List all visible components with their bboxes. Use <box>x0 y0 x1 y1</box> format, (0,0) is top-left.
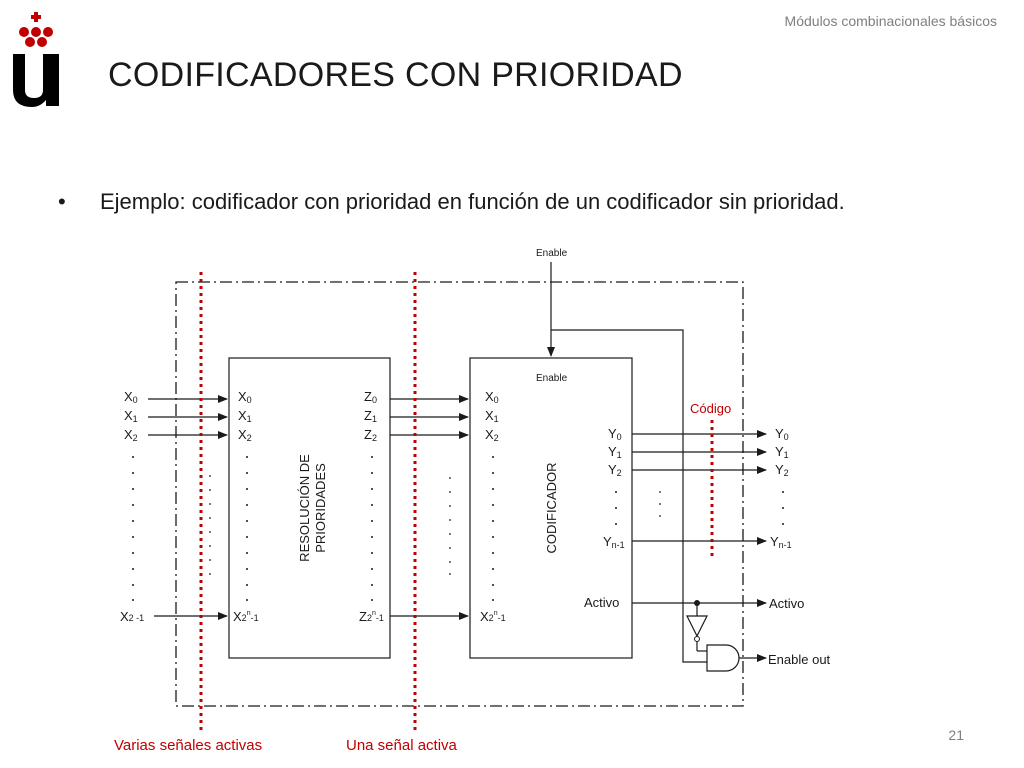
svg-text:X2n-1: X2n-1 <box>233 609 259 624</box>
enable-inner-label: Enable <box>536 373 568 384</box>
left-inputs: X0 X1 X2 X2 -1 <box>120 389 144 624</box>
bullet-dot-icon: • <box>58 189 66 214</box>
svg-text:Activo: Activo <box>769 596 804 611</box>
inverter-gate-icon <box>686 615 708 638</box>
resolution-block-label: RESOLUCIÓN DE PRIORIDADES <box>297 454 328 562</box>
bullet-item: • Ejemplo: codificador con prioridad en … <box>58 186 918 218</box>
resolution-block <box>228 357 391 659</box>
encoder-ellipsis <box>492 456 661 601</box>
bullet-text: Ejemplo: codificador con prioridad en fu… <box>100 189 845 214</box>
svg-text:Z2n-1: Z2n-1 <box>359 609 384 624</box>
svg-text:Activo: Activo <box>584 595 619 610</box>
svg-text:X0: X0 <box>124 389 138 405</box>
enable-top-label: Enable <box>536 248 568 259</box>
svg-text:CODIFICADOR: CODIFICADOR <box>544 463 559 554</box>
university-logo-icon <box>13 12 59 107</box>
resolution-ellipsis <box>246 456 373 601</box>
and-gate-icon <box>706 644 740 672</box>
output-ellipsis <box>782 491 784 525</box>
svg-text:X2: X2 <box>124 427 138 443</box>
svg-text:PRIORIDADES: PRIORIDADES <box>313 463 328 553</box>
svg-text:Y1: Y1 <box>775 444 789 460</box>
zone-right-label: Una señal activa <box>346 737 458 754</box>
output-labels: Y0 Y1 Y2 Yn-1 Activo Enable out <box>768 426 831 667</box>
middle-ellipsis <box>449 477 451 575</box>
svg-text:RESOLUCIÓN DE: RESOLUCIÓN DE <box>297 454 312 562</box>
svg-text:Y0: Y0 <box>775 426 789 442</box>
svg-text:X2n-1: X2n-1 <box>480 609 506 624</box>
svg-text:X2 -1: X2 -1 <box>120 609 144 624</box>
svg-text:Yn-1: Yn-1 <box>770 534 792 550</box>
encoder-block-label: CODIFICADOR <box>544 463 559 554</box>
svg-text:X1: X1 <box>124 408 138 424</box>
left-ellipsis <box>132 456 211 601</box>
zone-left-label: Varias señales activas <box>114 737 262 754</box>
page-number: 21 <box>948 727 964 743</box>
svg-text:Y2: Y2 <box>775 462 789 478</box>
section-header: Módulos combinacionales básicos <box>784 13 997 29</box>
slide-title: CODIFICADORES CON PRIORIDAD <box>108 56 683 94</box>
encoder-block <box>469 357 633 659</box>
svg-text:Enable out: Enable out <box>768 652 831 667</box>
codigo-label: Código <box>690 401 731 416</box>
outer-enclosure <box>175 281 744 707</box>
